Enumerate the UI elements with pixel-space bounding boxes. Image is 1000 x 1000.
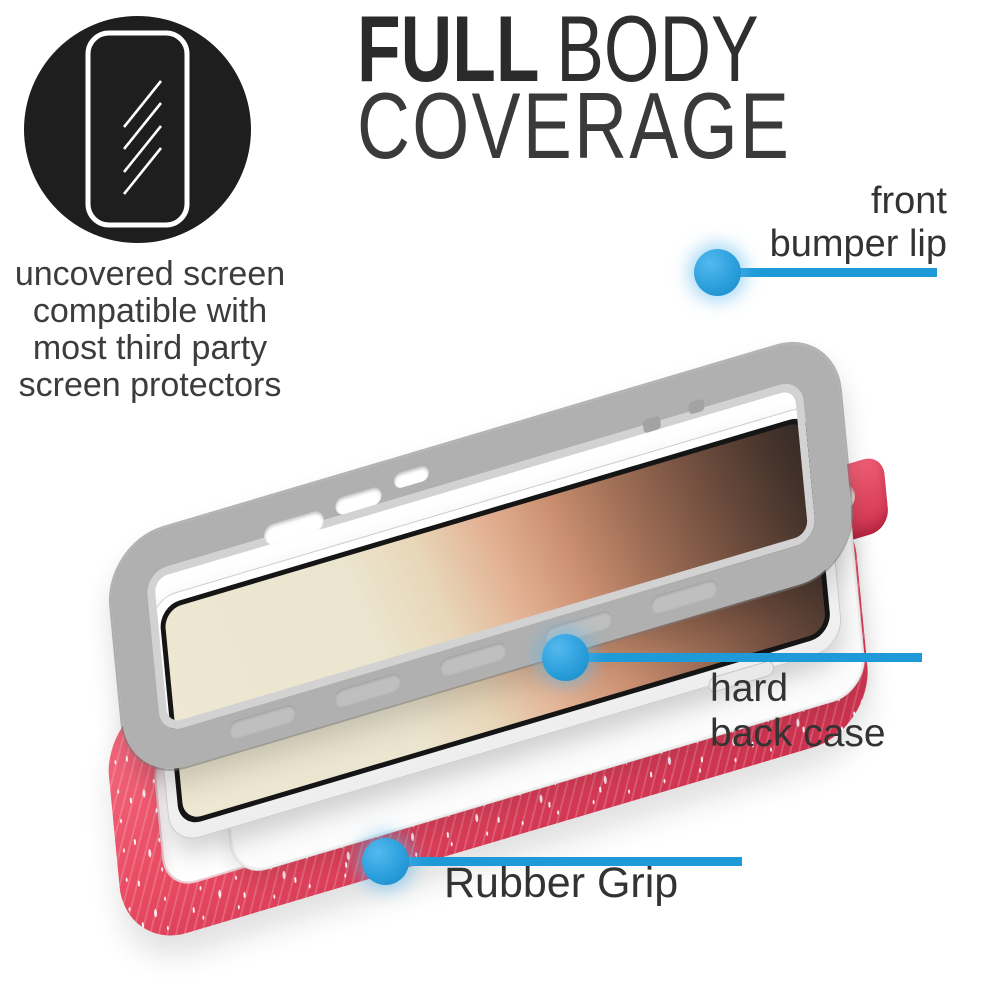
callout-dot-front-bumper-lip — [694, 249, 741, 296]
title-word-body: BODY — [556, 0, 759, 101]
title-line-2: COVERAGE — [357, 73, 792, 178]
leader-line-rubber-grip — [385, 857, 742, 866]
title-word-full: FULL — [357, 0, 540, 101]
phone-screen-shine-icon — [85, 30, 190, 228]
leader-line-hard-back-case — [565, 653, 922, 662]
callout-dot-rubber-grip — [362, 838, 409, 885]
caption-line: most third party — [32, 329, 268, 367]
callout-label-rubber-grip: Rubber Grip — [444, 862, 678, 905]
caption-line: screen protectors — [18, 366, 282, 404]
callout-text-line: back case — [710, 712, 886, 755]
leader-line-front-bumper-lip — [717, 268, 937, 277]
callout-label-hard-back-case: hard back case — [710, 666, 886, 756]
caption-line: compatible with — [32, 292, 268, 330]
caption-line: uncovered screen — [14, 255, 286, 293]
callout-label-front-bumper-lip: front bumper lip — [770, 180, 947, 266]
callout-dot-hard-back-case — [542, 634, 589, 681]
callout-text-line: bumper lip — [769, 223, 947, 265]
badge-caption: uncovered screen compatible with most th… — [0, 256, 300, 404]
badge-circle — [24, 16, 251, 243]
callout-text-line: front — [870, 180, 947, 222]
callout-text-line: hard — [710, 667, 789, 710]
callout-text-line: Rubber Grip — [444, 859, 679, 907]
